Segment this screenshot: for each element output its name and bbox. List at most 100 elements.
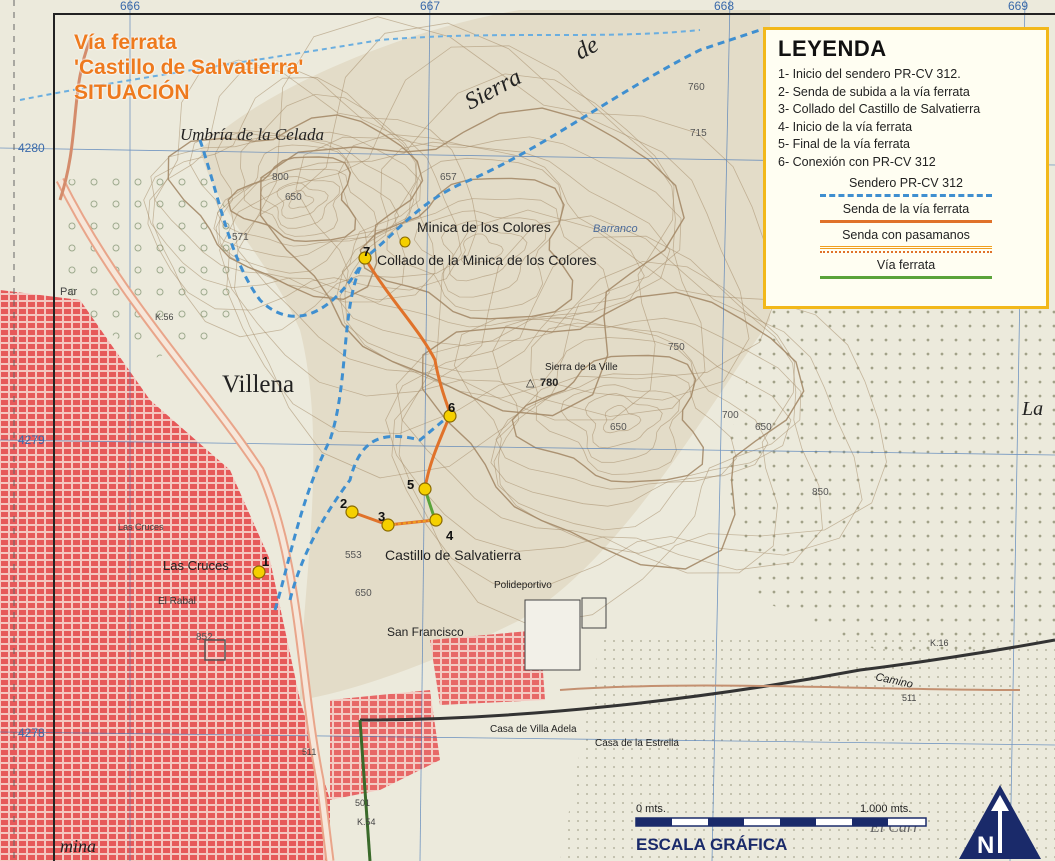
contour-line bbox=[147, 63, 462, 311]
summit-label: 780 bbox=[540, 377, 558, 389]
handrail-path bbox=[387, 519, 436, 526]
legend-line-green bbox=[820, 276, 992, 279]
road-511b-label: 511 bbox=[902, 693, 916, 703]
contour-line bbox=[243, 168, 348, 237]
legend-symbol-label: Senda de la vía ferrata bbox=[842, 202, 970, 216]
summit-triangle: △ bbox=[526, 377, 535, 389]
legend-symbol-ferrata: Vía ferrata bbox=[774, 258, 1038, 279]
contour-line bbox=[386, 198, 560, 312]
polideportivo-label: Polideportivo bbox=[494, 580, 552, 591]
contour-line bbox=[492, 315, 792, 531]
waypoint-marker bbox=[429, 513, 443, 527]
minica-marker bbox=[399, 236, 411, 248]
contour-line bbox=[189, 131, 422, 290]
contour-elevation-label: 700 bbox=[722, 410, 739, 421]
contour-line bbox=[227, 156, 357, 243]
contour-elevation-label: 553 bbox=[345, 550, 362, 561]
el-rabal-label: El Rabal bbox=[158, 596, 196, 607]
grid-top-668: 668 bbox=[714, 0, 734, 13]
contour-elevation-label: 800 bbox=[272, 172, 289, 183]
contour-line bbox=[213, 134, 400, 258]
contour-line bbox=[336, 141, 645, 347]
contour-line bbox=[490, 322, 769, 507]
barranco-label: Barranco bbox=[593, 223, 638, 235]
waypoint-marker bbox=[418, 482, 432, 496]
waypoint-number: 6 bbox=[448, 400, 455, 415]
contour-elevation-label: 715 bbox=[690, 128, 707, 139]
waypoint-marker bbox=[345, 505, 359, 519]
contour-line bbox=[167, 114, 424, 301]
grid-left-4280: 4280 bbox=[18, 141, 45, 155]
contour-line bbox=[276, 181, 329, 219]
la-label: La bbox=[1021, 398, 1043, 420]
scale-start-label: 0 mts. bbox=[636, 803, 666, 815]
mina-label: mina bbox=[60, 836, 96, 856]
legend-symbol-ferrata-path: Senda de la vía ferrata bbox=[774, 202, 1038, 223]
contour-line bbox=[288, 189, 315, 209]
legend-symbol-handrail: Senda con pasamanos bbox=[774, 228, 1038, 253]
waypoint-marker bbox=[381, 518, 395, 532]
castillo-label: Castillo de Salvatierra bbox=[385, 547, 521, 563]
las-cruces-label: Las Cruces bbox=[163, 558, 229, 573]
contour-line bbox=[216, 144, 379, 247]
title-line-3: SITUACIÓN bbox=[74, 81, 190, 104]
collado-label: Collado de la Minica de los Colores bbox=[377, 252, 596, 268]
contour-elevation-label: 650 bbox=[285, 192, 302, 203]
umbria-label: Umbría de la Celada bbox=[180, 125, 324, 144]
title-line-2: 'Castillo de Salvatierra' bbox=[74, 56, 304, 79]
legend-symbol-label: Vía ferrata bbox=[876, 258, 936, 272]
contour-line bbox=[441, 220, 528, 282]
waypoint-number: 4 bbox=[446, 528, 454, 543]
contour-elevation-label: 760 bbox=[688, 82, 705, 93]
legend-list: 1- Inicio del sendero PR-CV 312. 2- Send… bbox=[774, 66, 1038, 171]
k16-label: K.16 bbox=[930, 638, 949, 648]
villena-town bbox=[0, 290, 330, 861]
legend-item: 1- Inicio del sendero PR-CV 312. bbox=[778, 67, 961, 81]
casa-villa-adela-label: Casa de Villa Adela bbox=[490, 724, 577, 735]
legend-symbol-label: Senda con pasamanos bbox=[842, 228, 970, 242]
contour-line bbox=[511, 354, 705, 483]
north-arrow: N bbox=[959, 785, 1041, 859]
contour-line bbox=[337, 133, 671, 373]
ferrata-approach-path bbox=[363, 257, 452, 489]
las-cruces-small-label: Las Cruces bbox=[118, 522, 164, 532]
scale-end-label: 1.000 mts. bbox=[860, 803, 911, 815]
legend-heading: LEYENDA bbox=[778, 36, 887, 61]
north-label: N bbox=[977, 832, 994, 859]
legend-symbol-pr-trail: Sendero PR-CV 312 bbox=[774, 176, 1038, 197]
grid-left-4279: 4279 bbox=[18, 433, 45, 447]
camino-road bbox=[359, 638, 1055, 722]
grid-top-669: 669 bbox=[1008, 0, 1028, 13]
grid-top-667: 667 bbox=[420, 0, 440, 13]
waypoint-marker bbox=[358, 251, 372, 265]
map-title: Vía ferrata 'Castillo de Salvatierra' SI… bbox=[74, 30, 303, 105]
contour-line bbox=[152, 59, 479, 338]
contour-line bbox=[535, 373, 692, 475]
contour-line bbox=[460, 233, 504, 265]
contour-line bbox=[602, 405, 642, 434]
waypoint-marker bbox=[252, 565, 266, 579]
waypoint-number: 7 bbox=[363, 244, 370, 259]
waypoint-number: 5 bbox=[407, 477, 414, 492]
legend-line-orange bbox=[820, 220, 992, 223]
contour-elevation-label: 852 bbox=[196, 632, 213, 643]
waypoint-number: 1 bbox=[262, 554, 269, 569]
contour-line bbox=[260, 176, 341, 229]
contour-elevation-label: 657 bbox=[440, 172, 457, 183]
contour-line bbox=[385, 235, 823, 571]
legend-symbol-label: Sendero PR-CV 312 bbox=[849, 176, 963, 190]
title-line-1: Vía ferrata bbox=[74, 31, 177, 54]
grid-left-4278: 4278 bbox=[18, 726, 45, 740]
legend-item: 4- Inicio de la vía ferrata bbox=[778, 119, 913, 134]
waypoint-number: 2 bbox=[340, 496, 347, 511]
grid-top-666: 666 bbox=[120, 0, 140, 13]
contour-line bbox=[398, 209, 887, 626]
road-501-label: 501 bbox=[355, 798, 370, 808]
contour-elevation-label: 750 bbox=[668, 342, 685, 353]
contour-line bbox=[584, 393, 663, 449]
scale-bar: 0 mts. 1.000 mts. ESCALA GRÁFICA bbox=[635, 803, 927, 854]
k54-label: K.54 bbox=[357, 817, 376, 827]
contour-line bbox=[453, 317, 802, 554]
contour-line bbox=[214, 130, 415, 274]
contour-line bbox=[219, 45, 706, 417]
